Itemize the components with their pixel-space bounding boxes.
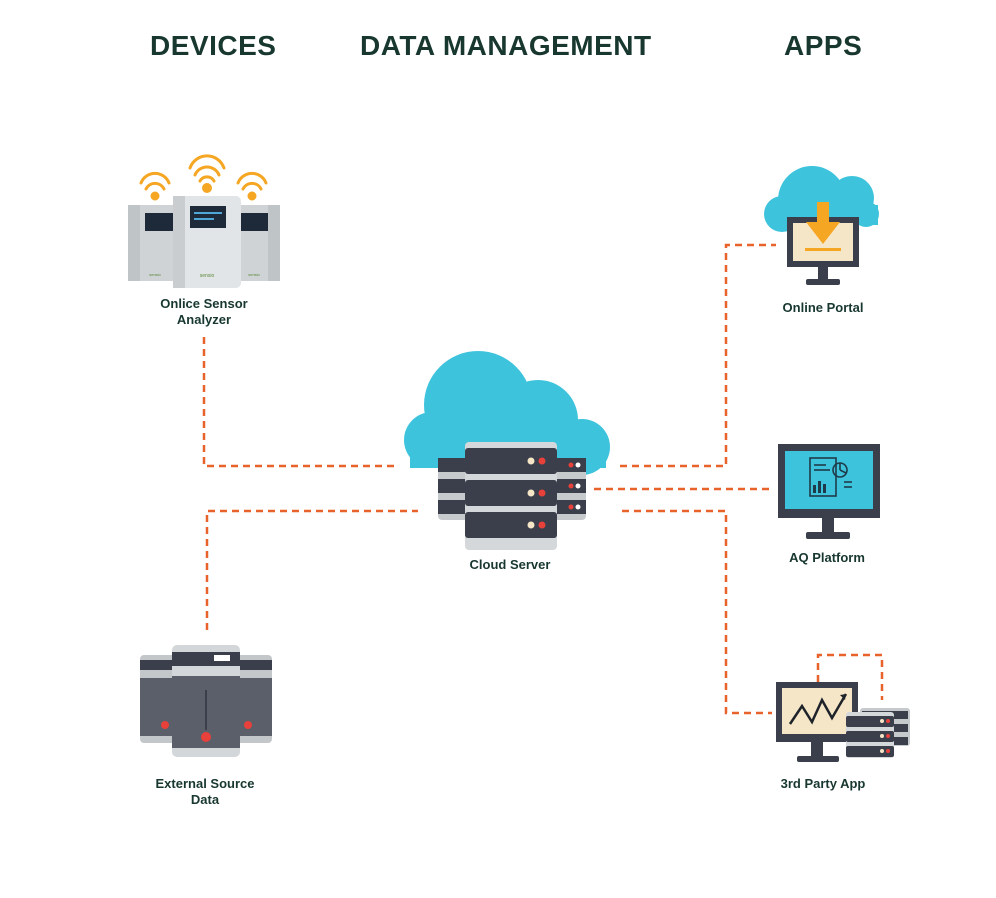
cloud-download-monitor-icon xyxy=(764,166,879,285)
sensor-analyzer-icon: sensio sensio sensio xyxy=(128,154,280,288)
sensor-analyzer-label-line1: Onlice Sensor xyxy=(160,296,248,311)
svg-text:sensio: sensio xyxy=(248,272,260,277)
external-source-label: External Source Data xyxy=(125,776,285,808)
brand-logo: sensio xyxy=(200,273,215,279)
connectors xyxy=(202,243,884,715)
data-management-heading: DATA MANAGEMENT xyxy=(360,30,652,61)
sensor-analyzer-label-line2: Analyzer xyxy=(176,312,232,327)
chart-monitor-server-icon xyxy=(776,682,910,762)
online-portal-label: Online Portal xyxy=(782,300,864,315)
devices-heading: DEVICES xyxy=(150,30,277,61)
connector-sensor-cloud xyxy=(202,337,398,468)
svg-text:sensio: sensio xyxy=(149,272,161,277)
cloud-server-label: Cloud Server xyxy=(469,557,551,572)
external-source-label-line1: External Source xyxy=(155,776,255,791)
connector-cloud-portal xyxy=(620,243,776,468)
third-party-app-label: 3rd Party App xyxy=(780,776,866,791)
server-tower-icon xyxy=(140,645,272,757)
aq-platform-label: AQ Platform xyxy=(789,550,865,565)
cloud-server-icon xyxy=(404,351,610,550)
sensor-analyzer-label: Onlice Sensor Analyzer xyxy=(124,296,284,328)
external-source-label-line2: Data xyxy=(190,792,220,807)
connector-external-cloud xyxy=(205,509,418,630)
connector-cloud-third xyxy=(622,509,772,715)
report-monitor-icon xyxy=(778,444,880,539)
connector-third-loop xyxy=(816,653,884,700)
apps-heading: APPS xyxy=(784,30,863,61)
